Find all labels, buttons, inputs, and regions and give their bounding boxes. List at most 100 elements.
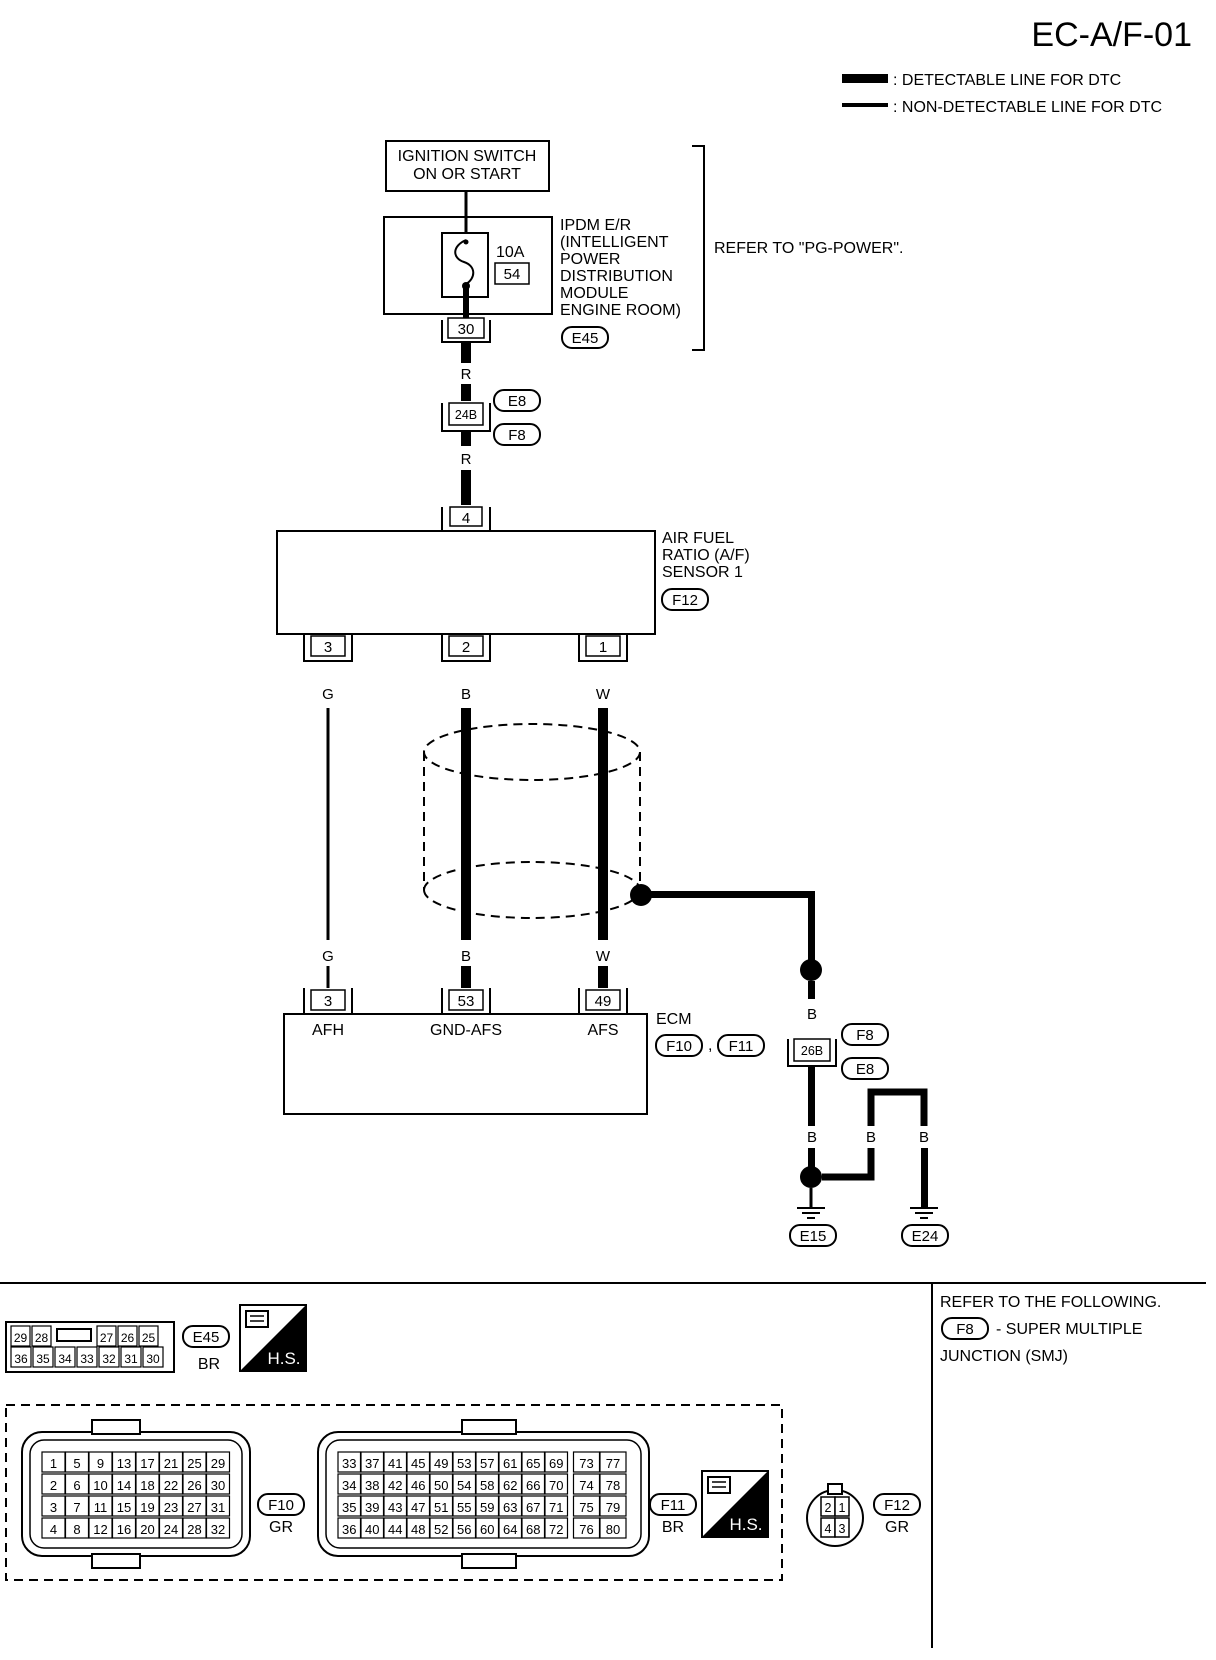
af-sensor-text: AIR FUEL RATIO (A/F) SENSOR 1: [662, 530, 750, 581]
svg-text:24B: 24B: [455, 408, 477, 422]
f10-pin-label: 20: [140, 1522, 154, 1537]
e45-pin-label: 32: [102, 1352, 116, 1366]
ecm-pin-3: 3: [303, 988, 353, 1015]
svg-text:F12: F12: [884, 1497, 910, 1514]
f11-pin-cell: [599, 1517, 627, 1539]
f11-pin-cell: [544, 1517, 569, 1539]
f11-pin-label: 38: [365, 1478, 379, 1493]
ecm-connector-separator: ,: [708, 1037, 712, 1054]
shield-drain-wire: [641, 891, 814, 898]
ecm-pin-name-afh: AFH: [312, 1022, 344, 1039]
f10-pin-label: 11: [94, 1500, 108, 1515]
af-sensor-body: [276, 530, 656, 635]
ecm-pin-49: 49: [578, 988, 628, 1015]
fuse-icon: [454, 239, 475, 285]
shield-cylinder: [423, 723, 641, 919]
wire-b-branch-upper: [867, 1088, 928, 1126]
wire-w: [598, 708, 608, 940]
ecm-pin-name-gnd-afs: GND-AFS: [430, 1022, 502, 1039]
f10-pin-cell: [205, 1495, 231, 1517]
af-sensor-pin-3: 3: [303, 634, 353, 662]
ignition-line2: ON OR START: [413, 166, 521, 183]
svg-text:1: 1: [599, 639, 607, 656]
f10-pin-label: 14: [117, 1478, 131, 1493]
e45-pin-cell: [142, 1346, 164, 1368]
svg-text:SENSOR 1: SENSOR 1: [662, 564, 743, 581]
f10-pin-cell: [205, 1473, 231, 1495]
svg-text:JUNCTION (SMJ): JUNCTION (SMJ): [940, 1348, 1068, 1365]
f11-pin-label: 46: [411, 1478, 425, 1493]
f10-pin-label: 2: [50, 1478, 57, 1493]
f11-pin-label: 76: [579, 1522, 593, 1537]
legend-non-detectable-text: : NON-DETECTABLE LINE FOR DTC: [893, 99, 1162, 116]
f10-pin-label: 10: [93, 1478, 107, 1493]
f11-pin-label: 36: [342, 1522, 356, 1537]
f11-pin-label: 35: [342, 1500, 356, 1515]
wire-color-b-ground-upper: B: [807, 1006, 817, 1023]
e45-pin-cell: [54, 1346, 76, 1368]
f11-pin-label: 75: [579, 1500, 593, 1515]
e45-pin-label: 27: [100, 1331, 114, 1345]
e45-pin-label: 33: [80, 1352, 94, 1366]
wire-color-r-bottom: R: [461, 451, 472, 468]
ipdm-text: IPDM E/R (INTELLIGENT POWER DISTRIBUTION…: [560, 217, 681, 319]
svg-text:AIR FUEL: AIR FUEL: [662, 530, 734, 547]
f11-pin-label: 51: [434, 1500, 448, 1515]
fuse-number: 54: [504, 266, 521, 283]
svg-text:26B: 26B: [801, 1044, 823, 1058]
f11-pin-label: 68: [526, 1522, 540, 1537]
f10-pin-label: 18: [140, 1478, 154, 1493]
connector-f10-badge: F10: [655, 1034, 703, 1057]
f11-pin-label: 34: [342, 1478, 356, 1493]
svg-text:BR: BR: [198, 1356, 220, 1373]
f11-pin-label: 65: [526, 1456, 540, 1471]
svg-text:F12: F12: [672, 592, 698, 609]
f11-pin-label: 58: [480, 1478, 494, 1493]
splice-dot-lower: [800, 1166, 822, 1188]
ground-e24-badge: E24: [901, 1224, 949, 1247]
svg-text:(INTELLIGENT: (INTELLIGENT: [560, 234, 669, 251]
svg-text:1: 1: [839, 1501, 846, 1515]
wire-color-b-top: B: [461, 686, 471, 703]
wire-color-b-ground-right: B: [919, 1129, 929, 1146]
svg-text:GR: GR: [885, 1519, 909, 1536]
f10-pin-label: 13: [117, 1456, 131, 1471]
f10-pin-label: 12: [93, 1522, 107, 1537]
connector-e45-badge: E45: [561, 326, 609, 349]
e45-pin-label: 26: [121, 1331, 135, 1345]
f11-pin-label: 55: [457, 1500, 471, 1515]
svg-text:F11: F11: [729, 1038, 754, 1055]
f11-pin-label: 48: [411, 1522, 425, 1537]
f11-pin-label: 50: [434, 1478, 448, 1493]
wire-color-w-bottom: W: [596, 948, 611, 965]
f10-pin-label: 29: [211, 1456, 225, 1471]
f11-pin-label: 49: [434, 1456, 448, 1471]
f11-pin-label: 63: [503, 1500, 517, 1515]
f10-pin-label: 17: [140, 1456, 154, 1471]
svg-text:E45: E45: [572, 330, 599, 347]
e45-pin-label: 35: [36, 1352, 50, 1366]
ignition-switch: IGNITION SWITCH ON OR START: [385, 140, 550, 192]
f10-pin-label: 26: [187, 1478, 201, 1493]
f11-pin-cell: [544, 1495, 569, 1517]
f10-pin-label: 9: [97, 1456, 104, 1471]
shield-drain-wire-down: [808, 891, 815, 960]
wire-color-b-ground-mid: B: [866, 1129, 876, 1146]
f11-pin-label: 74: [579, 1478, 593, 1493]
ground-e15-badge: E15: [789, 1224, 837, 1247]
f11-pin-label: 77: [606, 1456, 620, 1471]
f10-pin-cell: [205, 1451, 231, 1473]
af-sensor-pin-1: 1: [578, 634, 628, 662]
f11-pin-label: 70: [549, 1478, 563, 1493]
f10-pin-label: 3: [50, 1500, 57, 1515]
ipdm-pin-30: 30: [441, 317, 491, 343]
f10-pin-label: 19: [140, 1500, 154, 1515]
svg-text:F8: F8: [856, 1027, 874, 1044]
f11-pin-cell: [599, 1451, 627, 1473]
f11-pin-label: 62: [503, 1478, 517, 1493]
wire-color-r-top: R: [461, 366, 472, 383]
f10-pin-label: 32: [211, 1522, 225, 1537]
